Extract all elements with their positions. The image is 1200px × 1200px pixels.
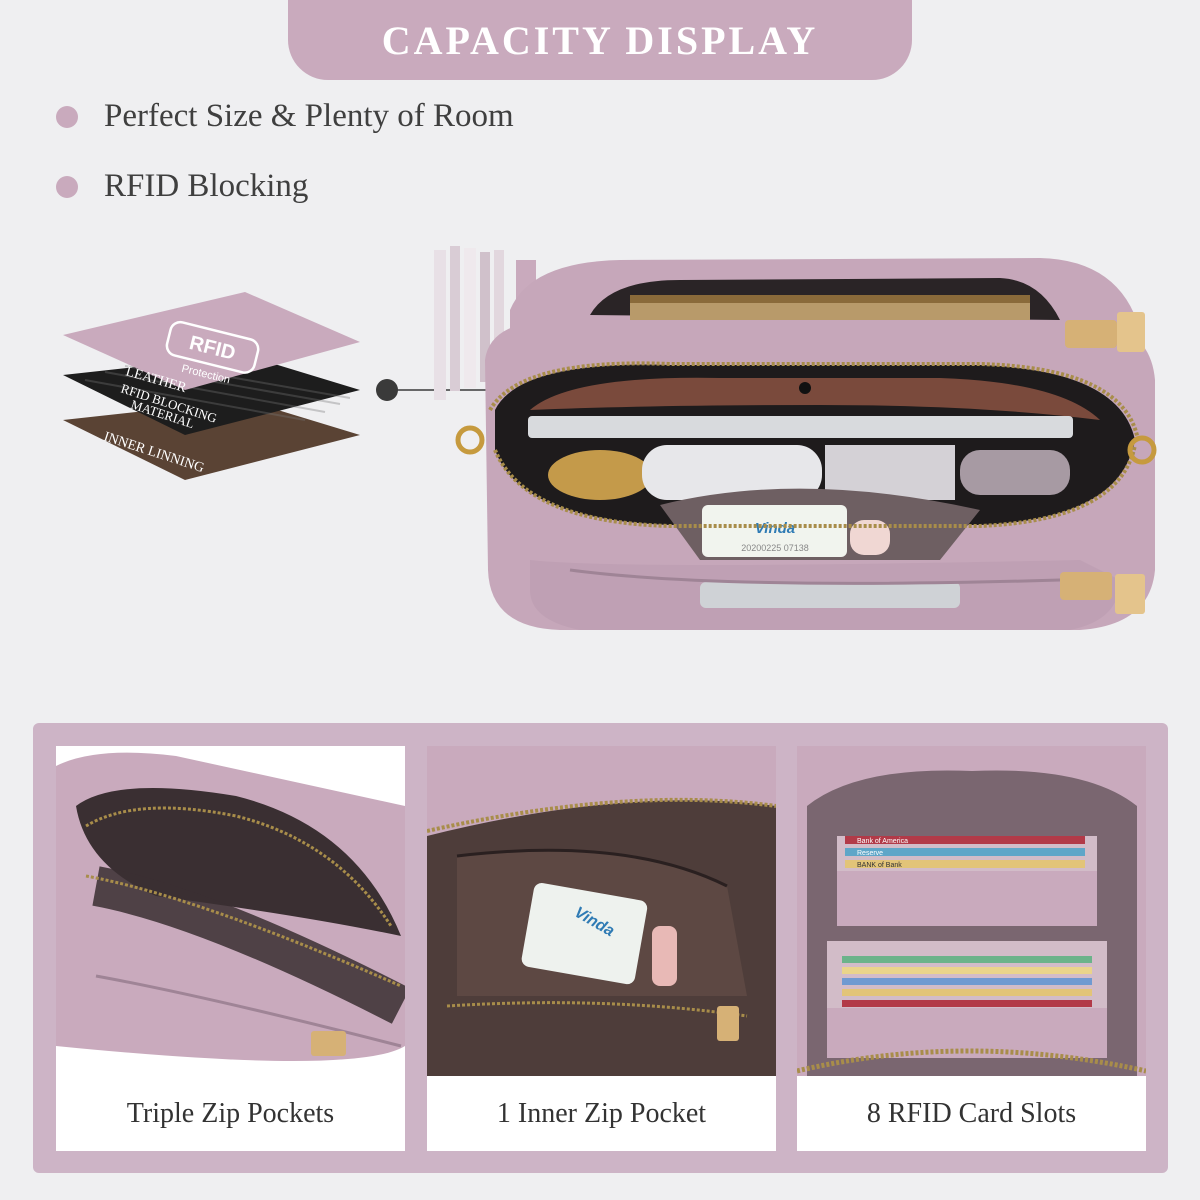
rfid-badge-icon — [165, 320, 260, 374]
card-label: BANK of Bank — [857, 862, 902, 869]
card-slot — [842, 978, 1092, 985]
bullet-dot-icon — [56, 175, 78, 198]
lip-balm-item — [850, 520, 890, 555]
lip-balm-item — [652, 926, 677, 986]
triple-zip-image — [56, 746, 405, 1076]
card-slot — [842, 956, 1092, 963]
main-zipper — [488, 361, 1140, 441]
tissue-brand-text: Vinda — [755, 520, 795, 537]
card-slot — [842, 1000, 1092, 1007]
compact-item — [548, 450, 652, 500]
feature-text: RFID Blocking — [104, 168, 309, 204]
card-label: Reserve — [857, 850, 883, 857]
feature-item-size: Perfect Size & Plenty of Room — [56, 98, 514, 135]
card-slot — [845, 860, 1085, 868]
card-caption: 8 RFID Card Slots — [797, 1076, 1146, 1151]
inner-zip-image: Vinda — [427, 746, 776, 1076]
bullet-dot-icon — [56, 105, 78, 128]
feature-text: Perfect Size & Plenty of Room — [104, 98, 514, 134]
zipper-pull-icon — [1065, 312, 1145, 352]
zipper-pull-icon — [717, 1006, 739, 1041]
card-inner-zip: Vinda 1 Inner Zip Pocket — [427, 746, 776, 1151]
card-slot — [845, 836, 1085, 844]
card-caption: Triple Zip Pockets — [56, 1076, 405, 1151]
bottle-item — [960, 450, 1070, 495]
rfid-blocking-layer — [63, 355, 360, 435]
headphones-case-item — [642, 445, 822, 500]
card-slot — [845, 848, 1085, 856]
rfid-layers-diagram: RFID Protection LEATHER RFID BLOCKING MA… — [63, 292, 360, 480]
tablet-item — [528, 416, 1073, 438]
strap-ring-icon — [1127, 435, 1157, 465]
phone-item — [700, 582, 960, 608]
strap-ring-icon — [455, 425, 485, 455]
feature-cards-panel: Triple Zip Pockets Vinda 1 Inner Zip Poc… — [33, 723, 1168, 1173]
zipper-pull-icon — [311, 1031, 346, 1056]
inner-lining-layer — [63, 400, 360, 480]
tissue-pack-item — [702, 505, 847, 557]
card-label: Bank of America — [857, 838, 908, 845]
card-caption: 1 Inner Zip Pocket — [427, 1076, 776, 1151]
leather-layer — [63, 292, 360, 390]
header-banner: CAPACITY DISPLAY — [288, 0, 912, 80]
rfid-slots-image: Bank of America Reserve BANK of Bank — [797, 746, 1146, 1076]
zipper-pull-icon — [1060, 572, 1145, 614]
card-slot — [842, 989, 1092, 996]
page-title: CAPACITY DISPLAY — [381, 17, 819, 63]
tissue-pack-item — [521, 883, 648, 985]
hero-bag-image: Vinda 20200225 07138 — [434, 246, 1157, 630]
card-rfid-slots: Bank of America Reserve BANK of Bank 8 R… — [797, 746, 1146, 1151]
card-triple-zip: Triple Zip Pockets — [56, 746, 405, 1151]
card-slot — [842, 967, 1092, 974]
feature-item-rfid: RFID Blocking — [56, 168, 308, 205]
tissue-code-text: 20200225 07138 — [741, 543, 809, 553]
